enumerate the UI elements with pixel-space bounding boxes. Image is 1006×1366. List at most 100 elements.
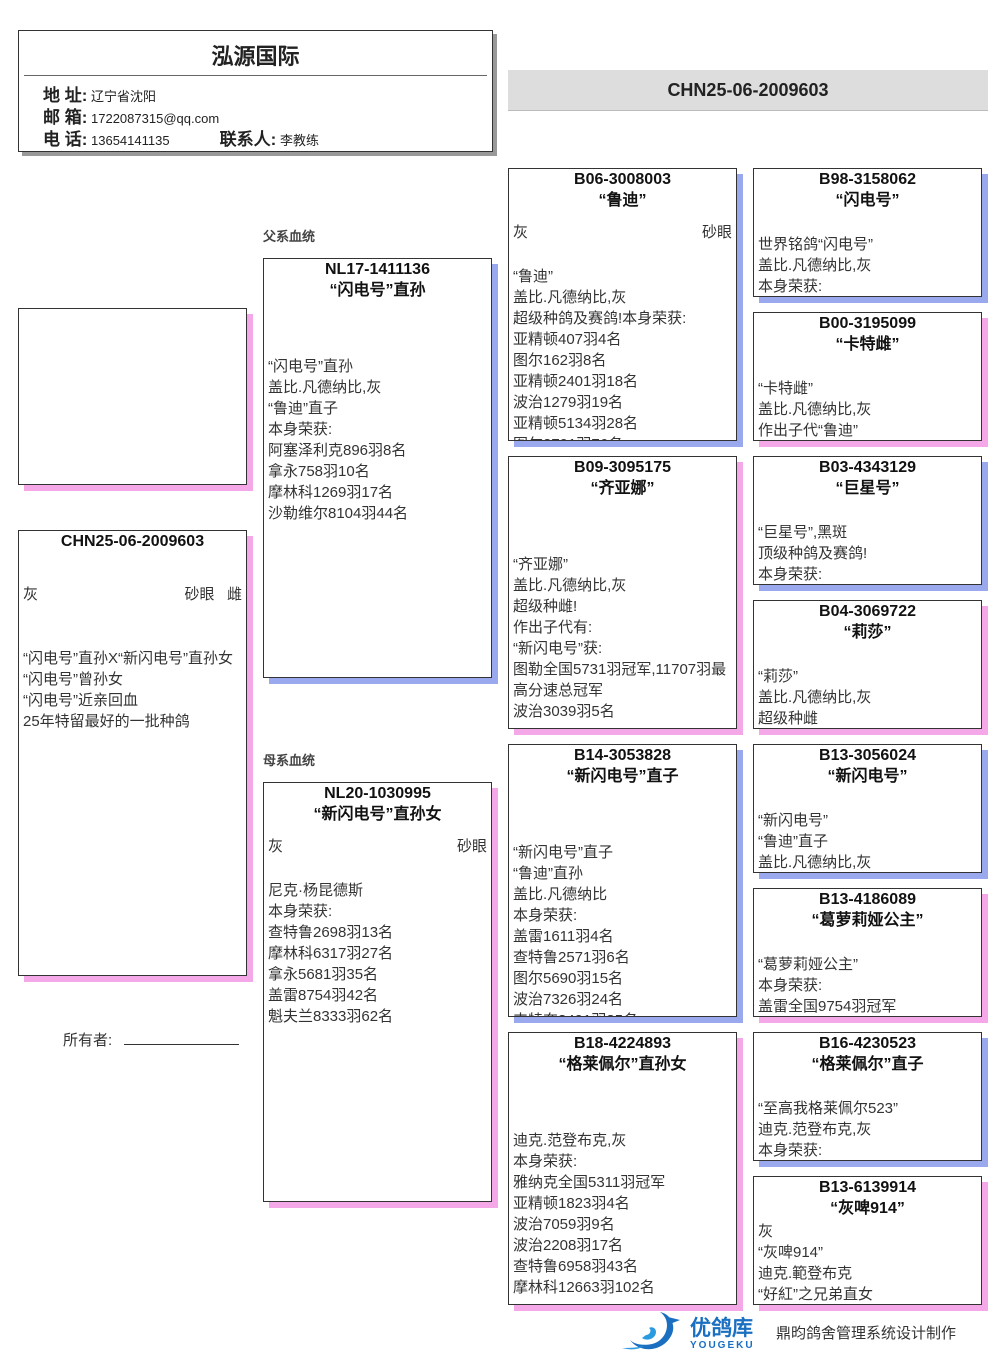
description-line: 超级种雌! (513, 598, 578, 615)
description-line: 盖比.凡德纳比,灰 (758, 689, 872, 706)
description-line: 查特鲁2571羽6名 (513, 949, 630, 966)
bird-name: “格莱佩尔”直子 (811, 1056, 924, 1073)
bird-name: “卡特雌” (835, 336, 900, 353)
ring-number: NL17-1411136 (325, 261, 430, 278)
bird-card-sire-dam[interactable]: B09-3095175“齐亚娜”“齐亚娜”盖比.凡德纳比,灰超级种雌!作出子代有… (508, 456, 737, 729)
description-line: 亚精顿2401羽18名 (513, 373, 639, 390)
bird-card-dss[interactable]: B13-3056024 “新闪电号” “新闪电号”“鲁迪”直子盖比.凡德纳比,灰 (753, 744, 982, 873)
description-line: 查特鲁6958羽43名 (513, 1258, 639, 1275)
description-line: 超级种鸽及赛鸽!本身荣获: (513, 310, 687, 327)
bird-card-ddd[interactable]: B13-6139914“灰啤914”灰“灰啤914”迪克.範登布克“好紅”之兄弟… (753, 1176, 982, 1305)
description-line: “闪电号”直孙X“新闪电号”直孙女 (23, 650, 233, 667)
ring-number: B98-3158062 (819, 171, 916, 188)
description-line: 图勒全国5731羽冠军,11707羽最 (513, 661, 727, 678)
bird-name: “新闪电号”直子 (566, 768, 679, 785)
footer-brand-en: YOUGEKU (690, 1340, 755, 1351)
description-line: “卡特雌” (758, 380, 813, 397)
bird-description: “至高我格莱佩尔523”迪克.范登布克,灰本身荣获: (758, 1098, 979, 1160)
bird-card-dsd[interactable]: B13-4186089“葛萝莉娅公主”“葛萝莉娅公主”本身荣获:盖雷全国9754… (753, 888, 982, 1017)
footer-logo: 优鸽库 YOUGEKU (620, 1310, 770, 1356)
address-label: 地 址: (43, 86, 88, 105)
loft-header: 泓源国际 地 址: 辽宁省沈阳 邮 箱: 1722087315@qq.com 电… (18, 30, 493, 152)
ring-number: B13-3056024 (819, 747, 916, 764)
description-line: “巨星号”,黑斑 (758, 524, 848, 541)
owner-field[interactable]: 所有者: (63, 1029, 240, 1050)
bird-name: “葛萝莉娅公主” (811, 912, 924, 929)
bird-description: 迪克.范登布克,灰本身荣获:雅纳克全国5311羽冠军亚精顿1823羽4名波治70… (513, 1130, 734, 1304)
description-line: 丰特奈8491羽35名 (513, 1010, 734, 1016)
bird-card-sire-sire[interactable]: B06-3008003“鲁迪” 灰 砂眼“鲁迪”盖比.凡德纳比,灰超级种鸽及赛鸽… (508, 168, 737, 441)
eye-sign: 砂眼 (456, 838, 487, 855)
description-line: 亚精顿5134羽28名 (513, 415, 639, 432)
description-line: 阿塞泽利克896羽8名 (268, 442, 407, 459)
ring-number: B00-3195099 (819, 315, 916, 332)
bird-description: “葛萝莉娅公主”本身荣获:盖雷全国9754羽冠军 (758, 954, 979, 1016)
ring-number: B16-4230523 (819, 1035, 916, 1052)
address-value: 辽宁省沈阳 (91, 89, 157, 104)
description-line: 图尔5690羽15名 (513, 970, 624, 987)
description-line: 摩林科6317羽27名 (268, 945, 394, 962)
bird-description: “卡特雌”盖比.凡德纳比,灰作出子代“鲁迪” (758, 378, 979, 440)
ring-number: B18-4224893 (574, 1035, 671, 1052)
color-eye-row: 灰 砂眼 雌 (23, 584, 242, 605)
ring-number: B06-3008003 (574, 171, 671, 188)
bird-name: “新闪电号” (827, 768, 908, 785)
bird-card-sdd[interactable]: B04-3069722“莉莎”“莉莎”盖比.凡德纳比,灰超级种雌 (753, 600, 982, 729)
description-line: “灰啤914” (758, 1244, 824, 1261)
description-line: 盖比.凡德纳比,灰 (513, 289, 627, 306)
contact-value: 李教练 (279, 133, 319, 148)
dam-line-label: 母系血统 (263, 753, 316, 768)
bird-card-dds[interactable]: B16-4230523 “格莱佩尔”直子 “至高我格莱佩尔523” 迪克.范登布克,灰… (753, 1032, 982, 1161)
sire-line-label: 父系血统 (263, 229, 316, 244)
email-label: 邮 箱: (43, 108, 88, 127)
bird-card-ssd[interactable]: B00-3195099“卡特雌”“卡特雌”盖比.凡德纳比,灰作出子代“鲁迪” (753, 312, 982, 441)
description-line: “至高我格莱佩尔523” (758, 1100, 899, 1117)
description-line: 雅纳克全国5311羽冠军 (513, 1174, 666, 1191)
bird-card-dam-sire[interactable]: B14-3053828“新闪电号”直子“新闪电号”直子“鲁迪”直孙盖比.凡德纳比… (508, 744, 737, 1017)
description-line: 灰 (758, 1223, 774, 1240)
description-line: 本身荣获: (268, 903, 333, 920)
ring-number: NL20-1030995 (324, 785, 431, 802)
description-line: 图尔2791羽76名 (513, 434, 734, 440)
description-line: 本身荣获: (513, 907, 578, 924)
owner-label: 所有者: (63, 1032, 113, 1049)
description-line: “鲁迪”直孙 (513, 865, 583, 882)
description-line: “鲁迪” (513, 268, 553, 285)
bird-description: “新闪电号”“鲁迪”直子盖比.凡德纳比,灰 (758, 810, 979, 872)
description-line: 亚精顿1823羽4名 (513, 1195, 630, 1212)
eye-sign: 砂眼 雌 (184, 586, 242, 603)
bird-card-sire[interactable]: NL17-1411136“闪电号”直孙“闪电号”直孙盖比.凡德纳比,灰“鲁迪”直… (263, 258, 492, 678)
bird-description: 灰“灰啤914”迪克.範登布克“好紅”之兄弟直女 (758, 1221, 979, 1304)
ring-number: B03-4343129 (819, 459, 916, 476)
photo-placeholder (18, 308, 247, 485)
plumage-color: 灰 (23, 586, 39, 603)
description-line: 摩林科1269羽17名 (268, 484, 394, 501)
bird-card-dam-dam[interactable]: B18-4224893“格莱佩尔”直孙女迪克.范登布克,灰本身荣获:雅纳克全国5… (508, 1032, 737, 1305)
description-line: “鲁迪”直子 (268, 400, 338, 417)
bird-card-sss[interactable]: B98-3158062“闪电号”世界铭鸽“闪电号”盖比.凡德纳比,灰本身荣获: (753, 168, 982, 297)
bird-card-subject[interactable]: CHN25-06-2009603 灰 砂眼 雌“闪电号”直孙X“新闪电号”直孙女… (18, 530, 247, 976)
description-line: “葛萝莉娅公主” (758, 956, 858, 973)
owner-underline (124, 1044, 240, 1045)
description-line: 盖雷全国9754羽冠军 (758, 998, 897, 1015)
description-line: 沙勒维尔8104羽44名 (268, 505, 409, 522)
bird-description: “齐亚娜”盖比.凡德纳比,灰超级种雌!作出子代有:“新闪电号”获:图勒全国573… (513, 554, 734, 728)
description-line: 25年特留最好的一批种鸽 (23, 713, 190, 730)
bird-card-dam[interactable]: NL20-1030995“新闪电号”直孙女 灰 砂眼尼克·杨昆德斯本身荣获:查特… (263, 782, 492, 1202)
description-line: 超级种雌 (758, 710, 819, 727)
description-line: 盖比.凡德纳比,灰 (758, 854, 872, 871)
bird-name: “鲁迪” (598, 192, 647, 209)
bird-name: “格莱佩尔”直孙女 (558, 1056, 687, 1073)
bird-name: “灰啤914” (830, 1200, 905, 1217)
header-divider (24, 75, 487, 76)
description-line: 迪克.范登布克,灰 (758, 1121, 872, 1138)
ring-number: B04-3069722 (819, 603, 916, 620)
bird-description: “新闪电号”直子“鲁迪”直孙盖比.凡德纳比本身荣获:盖雷1611羽4名查特鲁25… (513, 842, 734, 1016)
description-line: 迪克.範登布克 (758, 1265, 853, 1282)
bird-card-sds[interactable]: B03-4343129“巨星号”“巨星号”,黑斑顶级种鸽及赛鸽!本身荣获: (753, 456, 982, 585)
description-line: 波治7059羽9名 (513, 1216, 615, 1233)
description-line: 本身荣获: (513, 1153, 578, 1170)
description-line: “齐亚娜” (513, 556, 568, 573)
